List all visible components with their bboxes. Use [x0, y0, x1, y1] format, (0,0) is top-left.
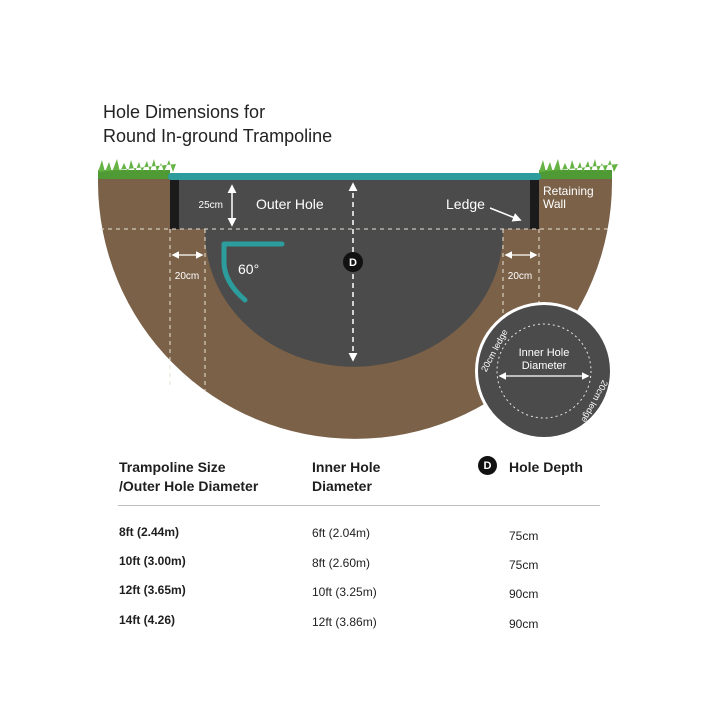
ledge-label: Ledge — [446, 196, 485, 212]
cell-depth: 75cm — [509, 529, 539, 543]
depth-d-marker — [343, 252, 363, 272]
angle-label: 60° — [238, 261, 259, 277]
ledge-left-width-label: 20cm — [175, 271, 199, 282]
header-trampoline-size: Trampoline Size /Outer Hole Diameter — [119, 458, 258, 496]
inset-top-view: Inner Hole Diameter 20cm ledge 20cm ledg… — [475, 302, 613, 440]
cell-size: 10ft (3.00m) — [119, 554, 186, 568]
header-hole-depth: Hole Depth — [509, 459, 583, 475]
cell-depth: 90cm — [509, 587, 539, 601]
trampoline-frame — [168, 173, 541, 180]
depth-25-label: 25cm — [199, 200, 223, 211]
header-col2-line1: Inner Hole — [312, 459, 381, 475]
grass-left — [98, 159, 176, 179]
inner-hole-label-2: Diameter — [522, 360, 567, 372]
retaining-wall-left — [170, 180, 179, 229]
ledge-pointer-arrow — [489, 207, 522, 222]
cell-inner: 10ft (3.25m) — [312, 585, 377, 599]
retaining-wall-label-2: Wall — [543, 197, 566, 211]
title-line-1: Hole Dimensions for — [103, 102, 266, 122]
cell-size: 8ft (2.44m) — [119, 525, 180, 539]
title-line-2: Round In-ground Trampoline — [103, 126, 333, 146]
guide-lines — [100, 228, 610, 392]
table-divider — [118, 505, 600, 506]
header-col1-line1: Trampoline Size — [119, 459, 226, 475]
cell-inner: 12ft (3.86m) — [312, 615, 377, 629]
cell-depth: 75cm — [509, 558, 539, 572]
header-inner-hole-diameter: Inner Hole Diameter — [312, 458, 380, 496]
ledge-right-width-label: 20cm — [508, 271, 532, 282]
cell-inner: 8ft (2.60m) — [312, 556, 371, 570]
cell-size: 14ft (4.26) — [119, 613, 176, 627]
header-col2-line2: Diameter — [312, 478, 372, 494]
page-title: Hole Dimensions for Round In-ground Tram… — [103, 100, 332, 148]
header-col1-line2: /Outer Hole Diameter — [119, 478, 259, 494]
cell-depth: 90cm — [509, 617, 539, 631]
angle-indicator — [221, 241, 285, 303]
hole-depth-badge: D — [478, 456, 497, 475]
depth-d-marker-label: D — [349, 257, 357, 269]
outer-hole-label: Outer Hole — [256, 196, 324, 212]
retaining-wall-right — [530, 180, 539, 229]
cell-size: 12ft (3.65m) — [119, 583, 186, 597]
cell-inner: 6ft (2.04m) — [312, 526, 371, 540]
inner-hole-label-1: Inner Hole — [519, 347, 570, 359]
retaining-wall-label-1: Retaining — [543, 184, 594, 198]
grass-right — [539, 159, 618, 179]
